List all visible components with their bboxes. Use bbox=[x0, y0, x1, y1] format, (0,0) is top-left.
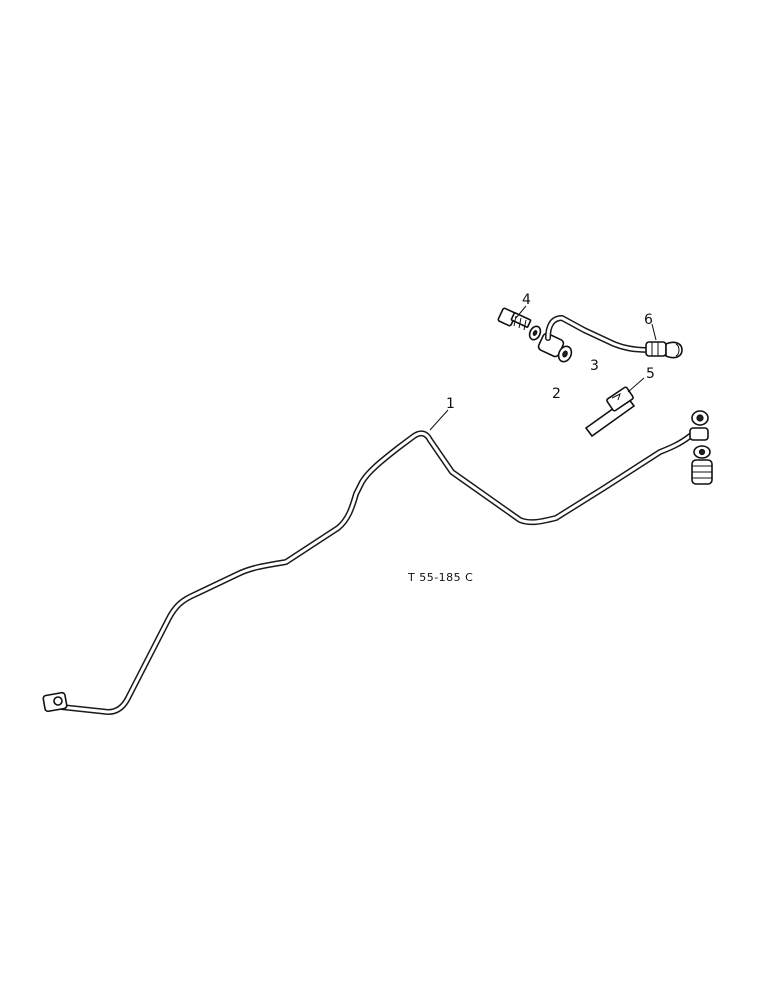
leader-5 bbox=[627, 377, 645, 393]
upper-assembly bbox=[497, 307, 683, 438]
callout-2: 2 bbox=[552, 386, 561, 402]
pipe-assembly-1 bbox=[42, 410, 713, 715]
callout-1: 1 bbox=[446, 396, 455, 412]
part-6-nut bbox=[645, 341, 683, 359]
leader-6 bbox=[651, 323, 657, 341]
part-5-sleeve bbox=[584, 386, 636, 438]
leader-1 bbox=[429, 409, 449, 431]
part-3-pipe-highlight bbox=[546, 316, 652, 352]
right-end-fittings bbox=[689, 410, 713, 485]
pipe-1-outline bbox=[49, 430, 693, 715]
callout-5: 5 bbox=[646, 366, 655, 382]
pipe-1-highlight bbox=[50, 431, 692, 714]
part-2-banjo bbox=[537, 332, 573, 363]
washer bbox=[528, 325, 542, 341]
drawing-code: T 55-185 C bbox=[407, 571, 473, 584]
callout-4: 4 bbox=[522, 292, 531, 308]
leader-4 bbox=[515, 305, 527, 319]
part-4-bolt bbox=[497, 307, 532, 331]
callout-3: 3 bbox=[590, 358, 599, 374]
callout-6: 6 bbox=[644, 312, 653, 328]
left-end-fitting bbox=[42, 691, 68, 713]
